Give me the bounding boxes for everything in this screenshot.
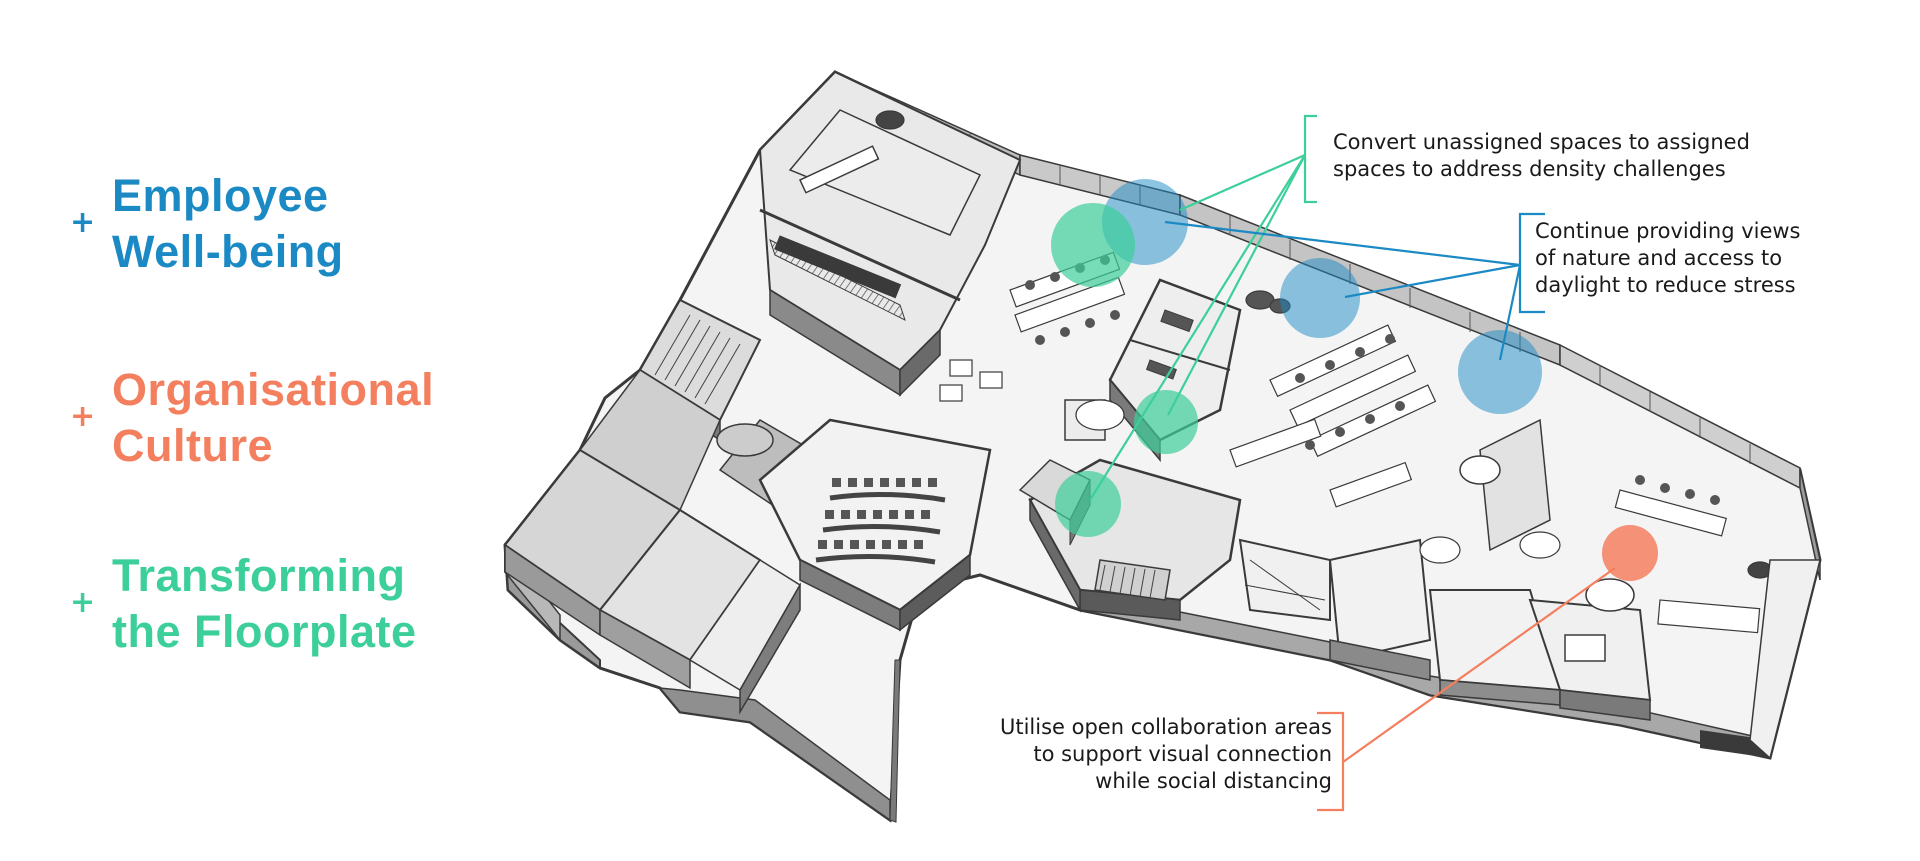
meeting-room-block [758,70,1022,397]
legend-transforming-floorplate: + Transforming the Floorplate [70,548,417,660]
legend-organisational-culture: + Organisational Culture [70,362,434,474]
callout-line: while social distancing [1095,769,1332,793]
legend-label-line: Culture [112,420,273,471]
training-room [758,418,992,632]
stair-core [578,298,762,512]
zone-green-booth-3 [1055,471,1121,537]
open-workstations [1009,251,1761,634]
zone-blue-window-2 [1280,258,1360,338]
legend-employee-wellbeing: + Employee Well-being [70,168,344,280]
callout-line: of nature and access to [1535,246,1783,270]
callout-line: Convert unassigned spaces to assigned [1333,130,1750,154]
lower-left-rooms [503,419,901,823]
callout-line: to support visual connection [1033,742,1332,766]
zone-orange-collab [1602,525,1658,581]
callout-line: Utilise open collaboration areas [999,715,1332,739]
highlight-zones [1051,179,1658,581]
legend-label-line: Well-being [112,226,344,277]
zone-blue-window-3 [1458,330,1542,414]
callout-open-collaboration: Utilise open collaboration areas to supp… [1000,714,1332,795]
legend-label-line: Transforming [112,550,406,601]
zone-green-booth-2 [1134,390,1198,454]
zone-green-booth-1 [1051,203,1135,287]
callout-line: daylight to reduce stress [1535,273,1796,297]
callout-line: Continue providing views [1535,219,1801,243]
legend-label-line: the Floorplate [112,606,417,657]
east-rooms [1328,418,1652,721]
lounge-furniture [875,110,1773,579]
plus-icon: + [70,585,96,620]
callout-assigned-spaces: Convert unassigned spaces to assigned sp… [1333,129,1750,183]
callout-line: spaces to address density challenges [1333,157,1726,181]
callout-nature-daylight: Continue providing views of nature and a… [1535,218,1801,299]
plus-icon: + [70,205,96,240]
legend-label-line: Organisational [112,364,435,415]
legend-label-line: Employee [112,170,329,221]
plus-icon: + [70,399,96,434]
leader-lines [1089,114,1616,812]
east-perimeter-wall [1749,467,1821,760]
